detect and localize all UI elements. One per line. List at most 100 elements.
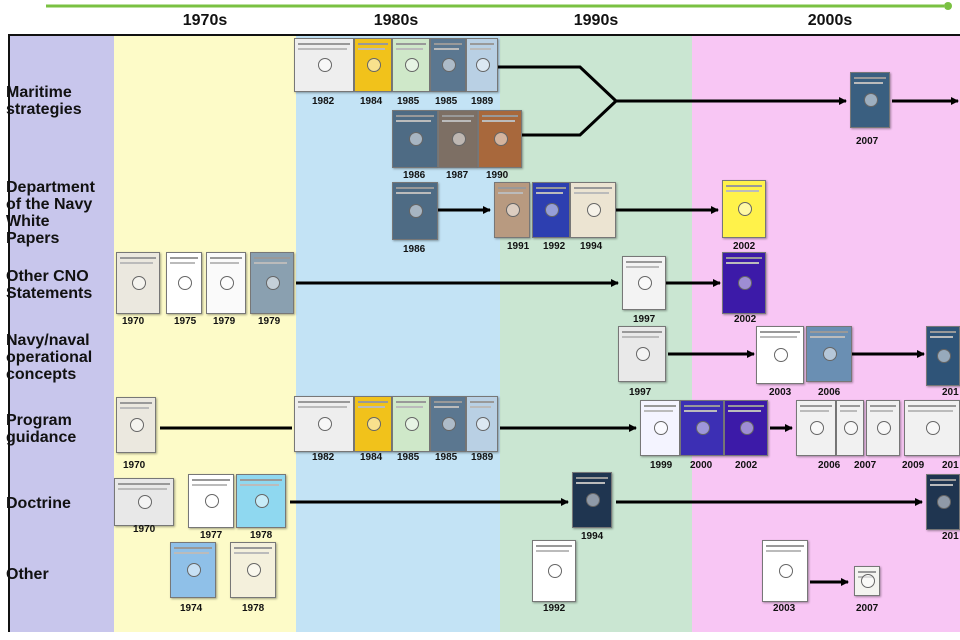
document-year: 1979 xyxy=(213,316,236,327)
document-year: 1997 xyxy=(629,387,652,398)
row-label-other-cno-statements: Other CNO Statements xyxy=(6,268,93,302)
document-thumbnail xyxy=(680,400,724,456)
navy-seal-icon xyxy=(494,131,508,146)
document-year: 1982 xyxy=(312,452,335,463)
navy-seal-icon xyxy=(877,420,891,435)
navy-seal-icon xyxy=(405,57,419,72)
document-thumbnail xyxy=(294,38,354,92)
document-thumbnail xyxy=(430,38,466,92)
document-thumbnail xyxy=(478,110,522,168)
decade-1970s: 1970s xyxy=(182,12,228,29)
document-thumbnail xyxy=(640,400,680,456)
document-thumbnail xyxy=(236,474,286,528)
document-year: 1985 xyxy=(397,452,420,463)
navy-seal-icon xyxy=(654,420,668,435)
document-thumbnail xyxy=(206,252,246,314)
document-year: 1985 xyxy=(435,452,458,463)
document-thumbnail xyxy=(724,400,768,456)
document-year: 2007 xyxy=(856,136,879,147)
document-thumbnail xyxy=(230,542,276,598)
navy-seal-icon xyxy=(937,348,951,363)
document-year: 1985 xyxy=(397,96,420,107)
row-label-operational-concepts: Navy/naval operational concepts xyxy=(6,332,93,383)
document-thumbnail xyxy=(926,474,960,530)
document-thumbnail xyxy=(722,252,766,314)
navy-seal-icon xyxy=(476,57,490,72)
document-thumbnail xyxy=(756,326,804,384)
navy-seal-icon xyxy=(476,416,490,431)
navy-seal-icon xyxy=(740,420,754,435)
document-year: 1992 xyxy=(543,241,566,252)
navy-seal-icon xyxy=(738,201,752,216)
document-thumbnail xyxy=(618,326,666,382)
navy-seal-icon xyxy=(130,417,144,432)
document-thumbnail xyxy=(294,396,354,452)
document-thumbnail xyxy=(116,252,160,314)
navy-seal-icon xyxy=(864,92,878,107)
document-year: 1974 xyxy=(180,603,203,614)
document-thumbnail xyxy=(354,38,392,92)
top-rule xyxy=(46,2,952,10)
document-year: 1977 xyxy=(200,530,223,541)
row-label-white-papers: Department of the Navy White Papers xyxy=(6,179,95,247)
document-thumbnail xyxy=(722,180,766,238)
navy-seal-icon xyxy=(586,492,600,507)
document-year: 1970 xyxy=(133,524,156,535)
navy-seal-icon xyxy=(132,275,146,290)
document-thumbnail xyxy=(762,540,808,602)
document-thumbnail xyxy=(116,397,156,453)
document-thumbnail xyxy=(796,400,836,456)
document-thumbnail xyxy=(392,182,438,240)
row-label-doctrine: Doctrine xyxy=(6,495,71,512)
document-year: 1975 xyxy=(174,316,197,327)
navy-seal-icon xyxy=(220,275,234,290)
document-year: 1992 xyxy=(543,603,566,614)
row-label-maritime-strategies: Maritime strategies xyxy=(6,84,82,118)
navy-seal-icon xyxy=(247,562,261,577)
document-year: 1984 xyxy=(360,96,383,107)
row-label-other: Other xyxy=(6,566,49,583)
document-thumbnail xyxy=(926,326,960,386)
navy-seal-icon xyxy=(696,420,710,435)
document-year: 1982 xyxy=(312,96,335,107)
navy-seal-icon xyxy=(318,57,332,72)
document-thumbnail xyxy=(866,400,900,456)
navy-seal-icon xyxy=(738,275,752,290)
document-thumbnail xyxy=(392,38,430,92)
navy-seal-icon xyxy=(409,131,423,146)
document-thumbnail xyxy=(836,400,864,456)
navy-seal-icon xyxy=(205,493,219,508)
navy-seal-icon xyxy=(810,420,824,435)
navy-seal-icon xyxy=(937,494,951,509)
document-thumbnail xyxy=(850,72,890,128)
navy-seal-icon xyxy=(926,420,940,435)
navy-seal-icon xyxy=(548,563,562,578)
navy-seal-icon xyxy=(409,203,423,218)
document-year: 201 xyxy=(942,531,959,542)
document-year: 201 xyxy=(942,387,959,398)
document-year: 1970 xyxy=(123,460,146,471)
document-thumbnail xyxy=(904,400,960,456)
decade-2000s: 2000s xyxy=(807,12,853,29)
document-year: 1986 xyxy=(403,244,426,255)
navy-seal-icon xyxy=(823,346,837,361)
document-year: 1999 xyxy=(650,460,673,471)
document-thumbnail xyxy=(494,182,530,238)
decade-1990s: 1990s xyxy=(573,12,619,29)
navy-seal-icon xyxy=(367,416,381,431)
document-year: 2003 xyxy=(769,387,792,398)
navy-seal-icon xyxy=(138,495,152,510)
document-thumbnail xyxy=(188,474,234,528)
navy-seal-icon xyxy=(255,493,269,508)
navy-seal-icon xyxy=(452,131,466,146)
navy-seal-icon xyxy=(442,57,456,72)
document-thumbnail xyxy=(392,110,438,168)
document-year: 2000 xyxy=(690,460,713,471)
document-thumbnail xyxy=(622,256,666,310)
document-thumbnail xyxy=(532,182,570,238)
navy-seal-icon xyxy=(779,563,793,578)
document-thumbnail xyxy=(570,182,616,238)
document-year: 2006 xyxy=(818,460,841,471)
navy-seal-icon xyxy=(545,202,559,217)
